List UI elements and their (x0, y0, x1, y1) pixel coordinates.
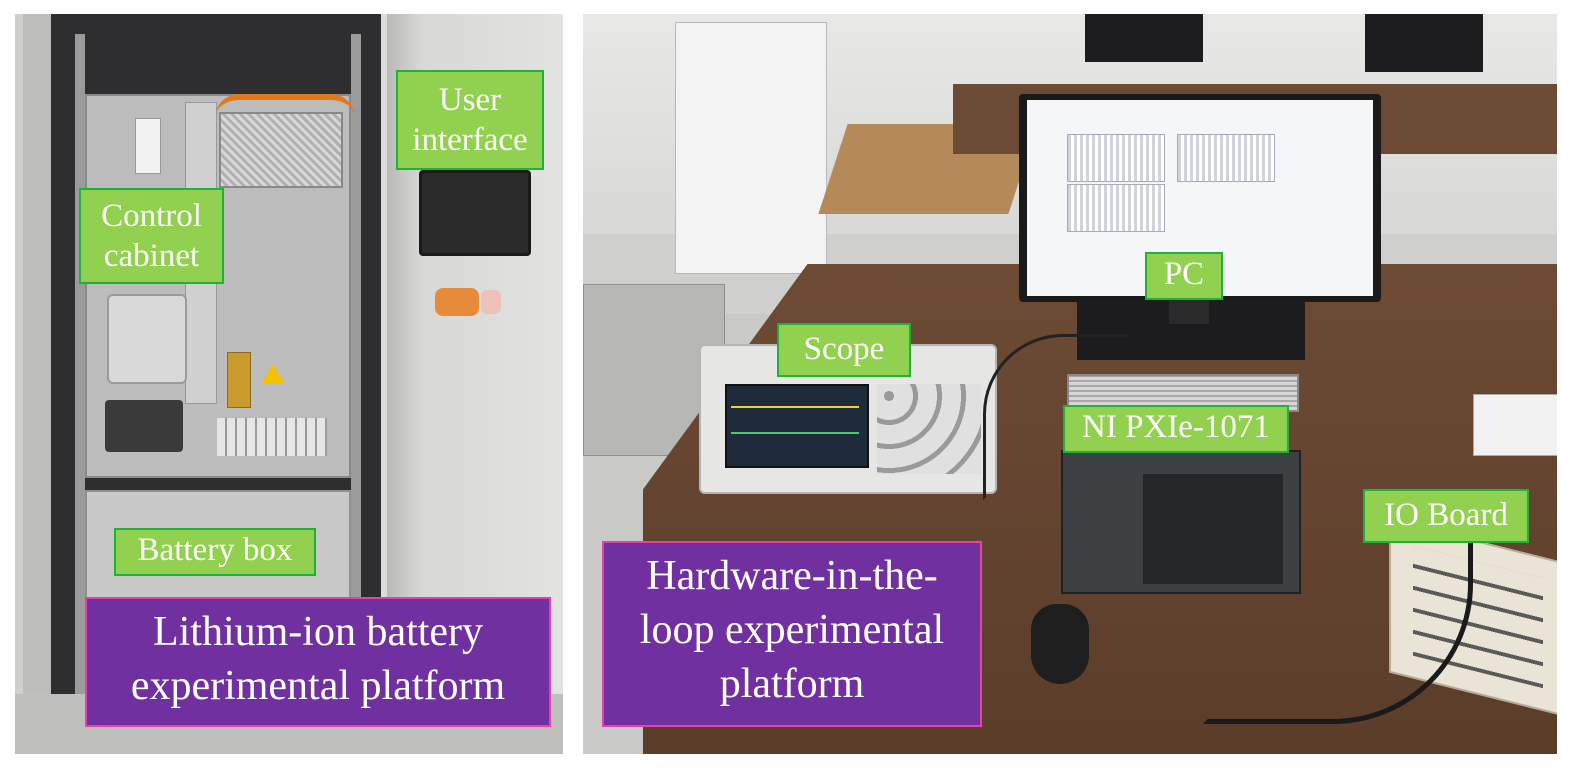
power-supply (219, 112, 343, 188)
pc-label: PC (1145, 252, 1223, 300)
far-monitor-1 (1085, 14, 1203, 62)
mouse (1031, 604, 1089, 684)
gold-resistor (227, 352, 251, 408)
control-cabinet-label-line1: Control (101, 198, 202, 234)
waveform-plot-3 (1067, 184, 1165, 232)
hil-caption: Hardware-in-the- loop experimental platf… (602, 541, 982, 727)
white-tower (675, 22, 827, 274)
lithium-ion-caption-line1: Lithium-ion battery (152, 609, 484, 655)
power-strip (1473, 394, 1557, 456)
scope-trace-yellow (731, 406, 859, 408)
lithium-ion-caption-line2: experimental platform (130, 663, 506, 709)
scope-trace-green (731, 432, 859, 434)
warning-sticker (261, 364, 285, 384)
battery-box-label: Battery box (114, 528, 316, 576)
far-monitor-2 (1365, 14, 1483, 72)
terminal-block (217, 418, 327, 456)
hil-caption-line2: loop experimental (639, 607, 945, 653)
hil-caption-line3: platform (719, 661, 865, 707)
rail-right (351, 34, 361, 734)
bms-module (107, 294, 187, 384)
cable-2 (983, 334, 1129, 500)
breaker (135, 118, 161, 174)
control-cabinet-label-line2: cabinet (103, 238, 200, 274)
connector-cluster (435, 288, 479, 316)
rail-left (75, 34, 85, 734)
cabinet-frame (23, 14, 53, 754)
lithium-ion-caption: Lithium-ion battery experimental platfor… (85, 597, 551, 727)
control-cabinet-label: Control cabinet (79, 188, 224, 284)
waveform-plot-2 (1177, 134, 1275, 182)
connector-cluster-2 (481, 290, 501, 314)
user-interface-label-line2: interface (412, 122, 528, 158)
hmi-screen (419, 170, 531, 256)
black-module (105, 400, 183, 452)
io-board-label: IO Board (1363, 489, 1529, 543)
orange-cable (215, 94, 355, 118)
waveform-plot-1 (1067, 134, 1165, 182)
scope-label: Scope (777, 323, 911, 377)
scope-knobs (877, 384, 981, 474)
hil-caption-line1: Hardware-in-the- (646, 553, 938, 599)
user-interface-label: User interface (396, 70, 544, 170)
user-interface-label-line1: User (438, 82, 502, 118)
ni-pxie-label: NI PXIe-1071 (1063, 405, 1289, 453)
scope-screen (725, 384, 869, 468)
